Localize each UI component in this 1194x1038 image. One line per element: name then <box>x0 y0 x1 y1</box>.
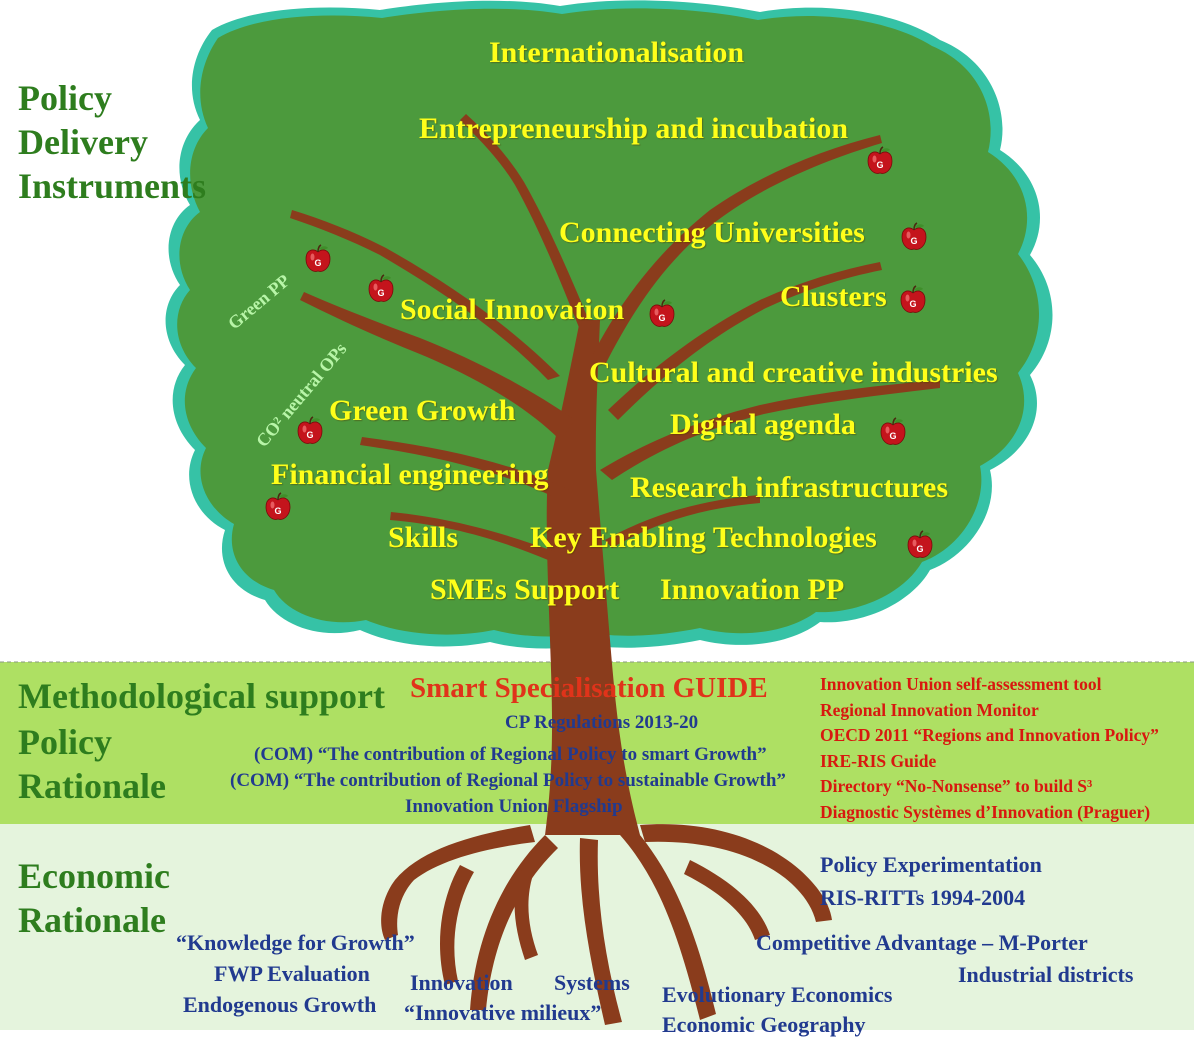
label-financial-engineering: Financial engineering <box>271 458 549 491</box>
label-green-growth: Green Growth <box>329 394 516 427</box>
apple-icon: G <box>907 530 933 558</box>
label-key-enabling-technologies: Key Enabling Technologies <box>530 521 877 554</box>
label-skills: Skills <box>388 521 459 554</box>
svg-text:G: G <box>274 506 281 516</box>
svg-text:G: G <box>314 258 321 268</box>
root-label: “Knowledge for Growth” <box>176 930 415 955</box>
root-label: “Innovative milieux” <box>404 1000 602 1025</box>
apple-icon: G <box>368 274 394 302</box>
svg-text:G: G <box>909 299 916 309</box>
heading-policy-delivery-line: Policy <box>18 78 112 118</box>
svg-text:G: G <box>910 236 917 246</box>
right-item: Innovation Union self-assessment tool <box>820 674 1102 694</box>
heading-policy-delivery: Policy Delivery Instruments <box>18 76 206 208</box>
svg-text:G: G <box>658 313 665 323</box>
heading-policy-rationale-line: Policy <box>18 722 112 762</box>
heading-economic-rationale: Economic Rationale <box>18 854 170 942</box>
heading-policy-delivery-line: Delivery <box>18 122 148 162</box>
label-digital-agenda: Digital agenda <box>670 408 856 441</box>
tree-trunk-and-branches <box>290 114 940 835</box>
heading-policy-delivery-line: Instruments <box>18 166 207 206</box>
center-item: Innovation Union Flagship <box>405 796 623 817</box>
label-innovation-pp: Innovation PP <box>660 573 845 606</box>
center-item: (COM) “The contribution of Regional Poli… <box>230 770 786 791</box>
svg-text:G: G <box>306 430 313 440</box>
method-right-list: Innovation Union self-assessment tool Re… <box>820 672 1194 825</box>
svg-text:G: G <box>876 160 883 170</box>
heading-economic-rationale-line: Rationale <box>18 900 166 940</box>
svg-text:G: G <box>916 544 923 554</box>
svg-text:G: G <box>889 431 896 441</box>
svg-text:G: G <box>377 288 384 298</box>
root-label: Endogenous Growth <box>183 992 377 1017</box>
label-clusters: Clusters <box>780 280 887 313</box>
heading-economic-rationale-line: Economic <box>18 856 170 896</box>
center-item: (COM) “The contribution of Regional Poli… <box>254 744 767 765</box>
apple-icon: G <box>867 146 893 174</box>
tree-canopy <box>177 8 1039 637</box>
right-item: Directory “No-Nonsense” to build S³ <box>820 776 1093 796</box>
label-smes-support: SMEs Support <box>430 573 620 606</box>
root-label: Competitive Advantage – M-Porter <box>756 930 1088 955</box>
root-label: Policy Experimentation <box>820 852 1042 877</box>
root-label: RIS-RITTs 1994-2004 <box>820 885 1026 910</box>
guide-title: Smart Specialisation GUIDE <box>410 672 768 704</box>
apple-icon: G <box>880 417 906 445</box>
root-label: FWP Evaluation <box>214 961 370 986</box>
tree-roots <box>381 824 832 1025</box>
root-label: Systems <box>554 970 630 995</box>
right-item: OECD 2011 “Regions and Innovation Policy… <box>820 725 1159 745</box>
label-research-infrastructures: Research infrastructures <box>630 471 948 504</box>
right-item: Diagnostic Systèmes d’Innovation (Prague… <box>820 801 1151 822</box>
apple-icon: G <box>900 285 926 313</box>
apple-icon: G <box>901 222 927 250</box>
heading-methodological-support: Methodological support <box>18 676 386 716</box>
label-entrepreneurship: Entrepreneurship and incubation <box>419 112 849 145</box>
heading-policy-rationale: Policy Rationale <box>18 720 166 808</box>
heading-policy-rationale-line: Rationale <box>18 766 166 806</box>
root-label: Innovation <box>410 970 513 995</box>
root-label: Industrial districts <box>958 962 1134 987</box>
label-social-innovation: Social Innovation <box>400 293 625 326</box>
root-label: Evolutionary Economics <box>662 982 893 1007</box>
right-item: Regional Innovation Monitor <box>820 699 1039 720</box>
right-item: IRE-RIS Guide <box>820 750 937 771</box>
apple-icon: G <box>265 492 291 520</box>
apple-icon: G <box>305 244 331 272</box>
label-connecting-universities: Connecting Universities <box>559 216 865 249</box>
center-item: CP Regulations 2013-20 <box>505 712 699 733</box>
label-cultural-creative: Cultural and creative industries <box>589 356 998 389</box>
apple-icon: G <box>297 416 323 444</box>
label-internationalisation: Internationalisation <box>489 36 745 69</box>
root-label: Economic Geography <box>662 1012 866 1037</box>
apple-icon: G <box>649 299 675 327</box>
